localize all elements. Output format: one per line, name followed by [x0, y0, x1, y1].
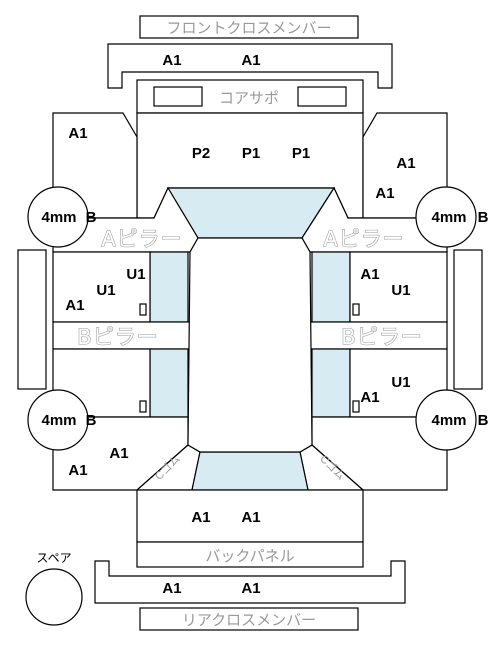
left-side-sill[interactable] [17, 249, 47, 390]
rear-cross-member-a1-left: A1 [162, 580, 181, 597]
spare-tire-label: スペア [36, 551, 71, 565]
front-cross-member[interactable] [107, 43, 393, 89]
rear-right-tire-depth: 4mm [431, 412, 466, 429]
a-pillar-right-label: Aピラー [323, 227, 404, 251]
b-pillar-left-label: Bピラー [77, 325, 158, 349]
front-left-tire-grade: B [86, 209, 97, 226]
core-support-hole-right [297, 86, 347, 107]
rear-cross-member-label-box[interactable] [139, 607, 359, 631]
rear-left-door-handle [139, 400, 147, 413]
cabin-roof[interactable] [187, 237, 313, 453]
front-left-tire[interactable] [27, 186, 89, 248]
front-right-tire-depth: 4mm [431, 209, 466, 226]
rear-right-door-u1: U1 [391, 374, 410, 391]
rear-left-fender-a1-upper: A1 [109, 445, 128, 462]
front-cross-member-label: フロントクロスメンバー [166, 19, 331, 37]
trunk-lid-a1-right: A1 [241, 509, 260, 526]
front-left-door-u1-lower: U1 [96, 282, 115, 299]
rear-left-tire[interactable] [27, 389, 89, 451]
spare-tire[interactable] [25, 568, 83, 626]
front-right-door-u1: U1 [391, 282, 410, 299]
rear-right-door-handle [352, 400, 360, 413]
rear-left-tire-depth: 4mm [41, 412, 76, 429]
front-left-door[interactable] [52, 251, 151, 323]
b-pillar-right-label: Bピラー [341, 325, 422, 349]
core-support-label: コアサポ [219, 89, 279, 107]
front-panel-p1-center: P1 [242, 145, 260, 162]
trunk-lid-a1-left: A1 [191, 509, 210, 526]
front-right-door-handle [352, 303, 360, 316]
rear-left-door-glass[interactable] [149, 348, 189, 418]
front-right-fender-a1-lower: A1 [375, 185, 394, 202]
front-right-tire-grade: B [478, 209, 489, 226]
front-left-door-glass[interactable] [149, 251, 189, 323]
front-cross-member-a1-left: A1 [162, 52, 181, 69]
front-cross-member-label-box[interactable] [139, 15, 359, 39]
b-pillar-left[interactable] [52, 321, 191, 350]
b-pillar-right[interactable] [309, 321, 448, 350]
front-right-door-a1: A1 [360, 266, 379, 283]
rear-glass[interactable] [191, 451, 309, 491]
back-panel[interactable] [136, 541, 364, 568]
rear-right-door-glass[interactable] [311, 348, 351, 418]
rear-right-tire-grade: B [478, 412, 489, 429]
rear-left-fender-a1-lower: A1 [68, 462, 87, 479]
rear-cross-member-label: リアクロスメンバー [182, 611, 316, 629]
rear-cross-member[interactable] [94, 560, 406, 604]
core-support-hole-left [153, 86, 203, 107]
right-side-sill[interactable] [453, 249, 483, 390]
front-panel-p1-right: P1 [292, 145, 310, 162]
front-panel-p2: P2 [192, 145, 210, 162]
rear-right-tire[interactable] [415, 389, 477, 451]
front-right-door[interactable] [349, 251, 448, 323]
front-left-tire-depth: 4mm [41, 209, 76, 226]
rear-left-tire-grade: B [86, 412, 97, 429]
a-pillar-left-label: Aピラー [101, 227, 182, 251]
front-cross-member-a1-right: A1 [241, 52, 260, 69]
front-left-fender-a1: A1 [68, 125, 87, 142]
back-panel-label: バックパネル [205, 547, 294, 565]
rear-right-door-a1: A1 [360, 389, 379, 406]
front-right-door-glass[interactable] [311, 251, 351, 323]
rear-cross-member-a1-right: A1 [241, 580, 260, 597]
front-left-door-handle [139, 303, 147, 316]
front-right-fender-a1-upper: A1 [396, 155, 415, 172]
front-left-door-u1-upper: U1 [126, 266, 145, 283]
front-left-door-a1: A1 [65, 297, 84, 314]
front-right-tire[interactable] [415, 186, 477, 248]
